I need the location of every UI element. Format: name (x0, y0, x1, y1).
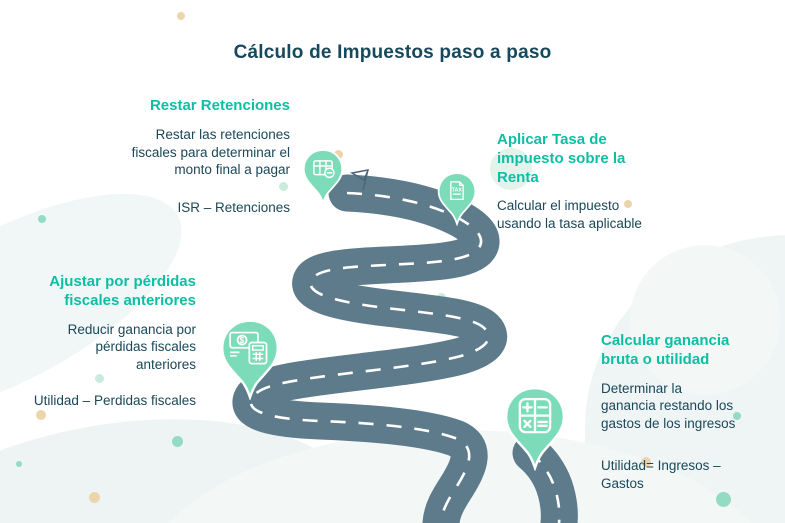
decor-dot (172, 436, 183, 447)
step-formula: ISR – Retenciones (177, 200, 290, 216)
decor-dot (334, 150, 343, 159)
background-blob (490, 148, 532, 190)
decor-dot (624, 200, 632, 208)
decor-dot (279, 182, 288, 191)
svg-text:$: $ (240, 336, 245, 345)
step-heading: Aplicar Tasa de impuesto sobre la Renta (497, 131, 626, 186)
flag-icon (350, 169, 370, 191)
step-heading: Restar Retenciones (149, 97, 290, 114)
decor-dot (36, 410, 46, 420)
money-calculator-icon: $ (221, 319, 279, 402)
decor-dot (177, 12, 185, 20)
step-description: Determinar la ganancia restando los gast… (601, 380, 736, 432)
decor-dot (38, 215, 46, 223)
map-pin-calculator (502, 385, 568, 476)
map-pin-tax-document: TAX (436, 171, 478, 231)
decor-dot (16, 461, 22, 467)
decor-dot (716, 492, 731, 507)
step-ajustar-perdidas: Ajustar por pérdidas fiscales anteriores… (16, 273, 196, 410)
step-aplicar-tasa: Aplicar Tasa de impuesto sobre la Renta … (497, 131, 647, 233)
step-restar-retenciones: Restar Retenciones Restar las retencione… (112, 97, 290, 217)
svg-text:TAX: TAX (452, 188, 463, 194)
step-formula: Utilidad= Ingresos – Gastos (601, 457, 721, 491)
spreadsheet-minus-icon (302, 148, 344, 206)
step-formula: Utilidad – Perdidas fiscales (33, 392, 196, 408)
calculator-icon (504, 386, 566, 472)
page-title: Cálculo de Impuestos paso a paso (233, 42, 552, 63)
tax-document-icon: TAX (437, 172, 477, 227)
map-pin-spreadsheet-minus (301, 148, 345, 210)
step-heading: Calcular ganancia bruta o utilidad (601, 332, 730, 368)
step-description: Restar las retenciones fiscales para det… (131, 126, 290, 178)
step-description: Reducir ganancia por pérdidas fiscales a… (67, 321, 196, 373)
map-pin-money-calculator: $ (218, 318, 282, 405)
step-calcular-ganancia: Calcular ganancia bruta o utilidad Deter… (601, 332, 753, 493)
decor-dot (733, 412, 741, 420)
background-blob (630, 245, 780, 395)
decor-dot (89, 492, 100, 503)
decor-dot (641, 457, 651, 467)
decor-dot (95, 374, 104, 383)
step-heading: Ajustar por pérdidas fiscales anteriores (49, 273, 196, 309)
step-description: Calcular el impuesto usando la tasa apli… (497, 198, 642, 232)
